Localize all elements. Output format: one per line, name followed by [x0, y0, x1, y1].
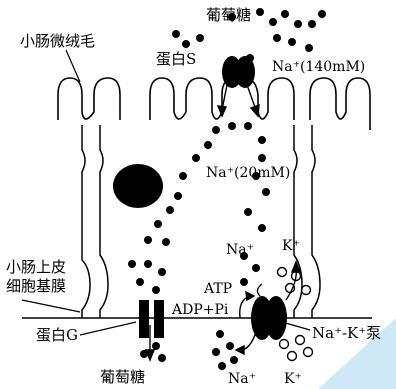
- right-cell-wall-inner: [312, 125, 320, 318]
- label-epithelium-line1: 小肠上皮: [6, 258, 66, 276]
- label-glucose-top: 葡萄糖: [206, 6, 251, 24]
- label-epithelium-line2: 细胞基膜: [6, 277, 66, 295]
- label-adp-pi: ADP+Pi: [171, 302, 229, 318]
- label-pump: Na⁺-K⁺泵: [312, 324, 381, 342]
- label-na-inside: Na⁺(20mM): [206, 165, 290, 181]
- left-cell-wall: [82, 125, 90, 318]
- na-k-pump: [251, 296, 287, 340]
- label-glucose-bottom: 葡萄糖: [100, 368, 145, 386]
- label-protein-g: 蛋白G: [36, 326, 78, 344]
- label-k-pump-bottom: K⁺: [284, 371, 302, 387]
- label-na-pump-top: Na⁺: [226, 242, 254, 258]
- label-microvilli: 小肠微绒毛: [20, 32, 95, 50]
- microvilli-membrane: [58, 78, 370, 130]
- label-protein-s: 蛋白S: [156, 50, 196, 68]
- label-k-pump-top: K⁺: [282, 238, 300, 254]
- left-cell-wall-inner: [100, 125, 108, 318]
- label-na-pump-bottom: Na⁺: [228, 371, 256, 387]
- right-cell-wall: [294, 125, 302, 318]
- protein-g-transporter: [139, 300, 164, 338]
- label-na-outside: Na⁺(140mM): [272, 59, 365, 75]
- label-atp: ATP: [203, 281, 232, 297]
- nucleus: [113, 164, 163, 208]
